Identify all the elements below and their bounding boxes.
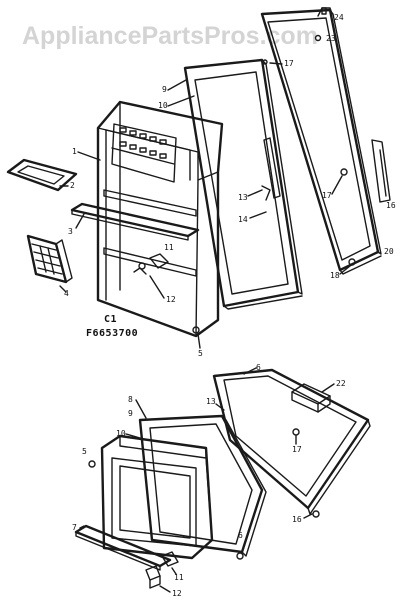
leader-17a — [269, 62, 283, 65]
leader-12b — [159, 585, 171, 593]
liner-lower-ledge — [103, 247, 197, 277]
callout-11b: 11 — [174, 573, 184, 582]
inner-door-liner — [96, 100, 224, 338]
leader-16b — [303, 513, 313, 519]
callout-14: 14 — [238, 215, 248, 224]
model-caption-line2: F6653700 — [86, 328, 138, 339]
callout-24: 24 — [334, 13, 344, 22]
callout-4: 4 — [64, 289, 69, 298]
freezer-outer-door — [212, 368, 371, 515]
leader-3 — [75, 213, 85, 229]
leader-4 — [59, 285, 67, 293]
callout-13a: 13 — [238, 193, 248, 202]
butter-compartment-cover — [6, 158, 78, 192]
callout-10: 10 — [158, 101, 168, 110]
dairy-tray — [26, 234, 73, 284]
breaker-strip — [263, 137, 281, 199]
callout-22: 22 — [336, 379, 346, 388]
callout-3: 3 — [68, 227, 73, 236]
freezer-bottom-pin — [312, 510, 320, 518]
freezer-cam-parts — [145, 551, 179, 589]
callout-9b: 9 — [128, 409, 133, 418]
callout-23: 23 — [326, 34, 336, 43]
hinge-bushing — [314, 34, 322, 42]
leader-17b — [331, 175, 343, 195]
leader-9a — [167, 79, 187, 91]
leader-10 — [167, 95, 195, 107]
callout-12b: 12 — [172, 589, 182, 598]
leader-7 — [79, 525, 85, 529]
callout-17a: 17 — [284, 59, 294, 68]
callout-7: 7 — [72, 523, 77, 532]
strip-clip — [261, 185, 271, 201]
freezer-top-hinge — [291, 383, 331, 413]
watermark-text: AppliancePartsPros.com — [22, 22, 318, 50]
leader-10b — [125, 433, 141, 439]
freezer-liner-screw — [236, 552, 244, 560]
callout-17b: 17 — [322, 191, 332, 200]
liner-cam-parts — [133, 253, 200, 334]
callout-5b: 5 — [82, 447, 87, 456]
callout-6a: 6 — [256, 363, 261, 372]
leader-14 — [249, 211, 267, 219]
callout-6b: 6 — [238, 531, 243, 540]
leader-13a — [247, 189, 263, 197]
leader-5a — [197, 333, 201, 349]
freezer-shelf-bar — [74, 524, 172, 571]
leader-6a — [243, 367, 257, 375]
callout-20: 20 — [384, 247, 394, 256]
callout-16a: 16 — [386, 201, 396, 210]
callout-16b: 16 — [292, 515, 302, 524]
leader-1 — [77, 151, 101, 161]
liner-dimples — [119, 127, 167, 159]
door-stop — [340, 168, 348, 176]
callout-2: 2 — [70, 181, 75, 190]
model-caption-line1: C1 — [104, 314, 117, 325]
callout-11a: 11 — [164, 243, 174, 252]
freezer-gasket — [138, 414, 267, 557]
callout-5a: 5 — [198, 349, 203, 358]
callout-12a: 12 — [166, 295, 176, 304]
callout-10b: 10 — [116, 429, 126, 438]
door-gasket — [183, 58, 303, 310]
top-hinge — [317, 7, 333, 17]
leader-22 — [321, 383, 335, 393]
door-shelf-bar — [70, 202, 200, 241]
leader-11b — [171, 567, 177, 575]
leader-12a — [149, 275, 165, 299]
callout-17c: 17 — [292, 445, 302, 454]
freezer-door-stop — [292, 428, 300, 436]
callout-13b: 13 — [206, 397, 216, 406]
callout-9a: 9 — [162, 85, 167, 94]
callout-18: 18 — [330, 271, 340, 280]
callout-1: 1 — [72, 147, 77, 156]
liner-shelf-ledge — [103, 189, 197, 217]
leader-8 — [135, 399, 147, 419]
leader-13b — [215, 403, 225, 411]
leader-18 — [339, 265, 351, 275]
callout-8: 8 — [128, 395, 133, 404]
freezer-screw — [88, 460, 96, 468]
bottom-pin — [348, 258, 356, 266]
door-handle — [371, 139, 391, 203]
